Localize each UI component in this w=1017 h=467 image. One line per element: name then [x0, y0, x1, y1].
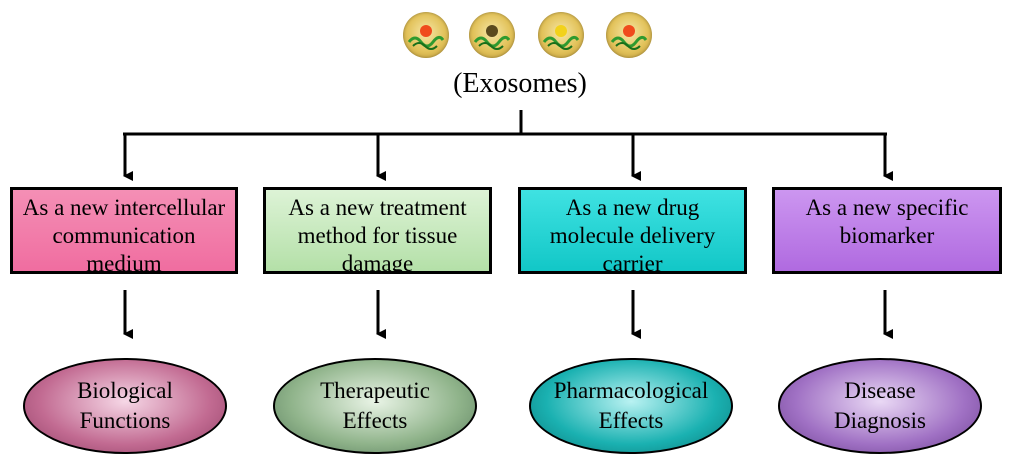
box-intercellular-communication: As a new intercellular communication med… [10, 187, 238, 274]
box-drug-delivery-carrier: As a new drug molecule delivery carrier [518, 187, 747, 274]
box-specific-biomarker: As a new specific biomarker [772, 187, 1002, 274]
exosome-icon [469, 12, 515, 58]
exosome-icon [403, 12, 449, 58]
diagram-title: (Exosomes) [453, 68, 587, 99]
exosome-icon [538, 12, 584, 58]
exosome-icon [606, 12, 652, 58]
ellipse-pharmacological-effects: Pharmacological Effects [529, 358, 733, 454]
ellipse-therapeutic-effects: Therapeutic Effects [273, 358, 477, 454]
ellipse-disease-diagnosis: Disease Diagnosis [778, 358, 982, 454]
box-tissue-damage-treatment: As a new treatment method for tissue dam… [263, 187, 492, 274]
ellipse-biological-functions: Biological Functions [23, 358, 227, 454]
